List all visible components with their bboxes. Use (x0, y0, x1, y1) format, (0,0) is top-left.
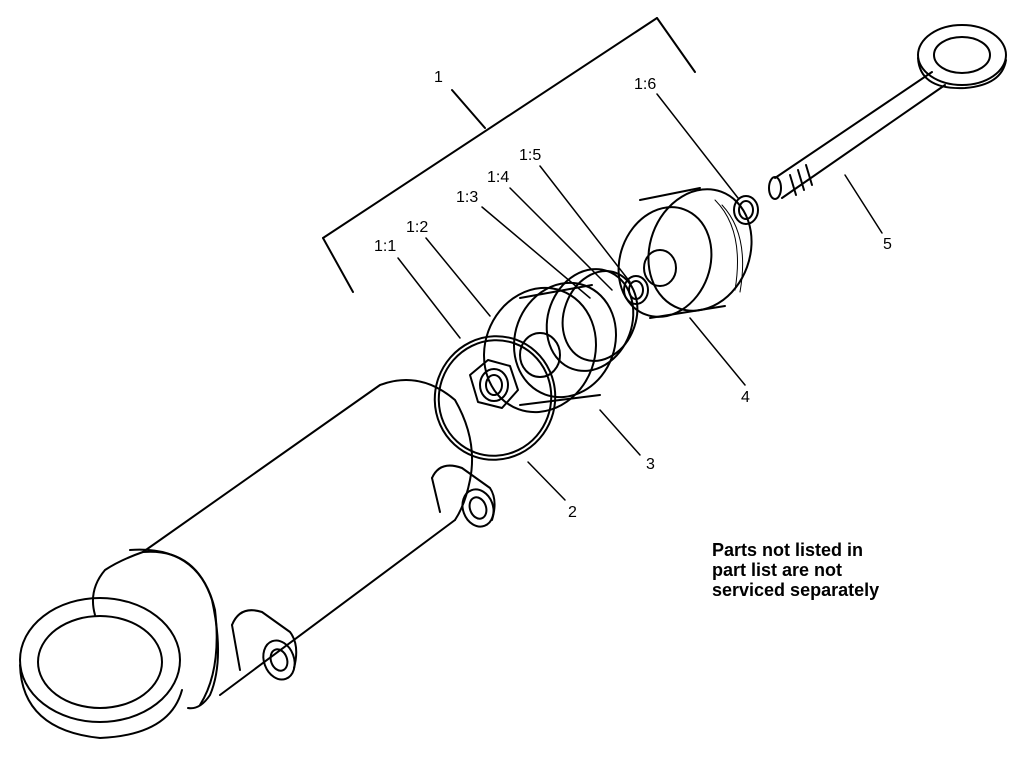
seal-rings-1-3-1-4 (545, 268, 639, 372)
label-1-3: 1:3 (456, 189, 478, 206)
piston-rod-part-5 (768, 24, 1007, 200)
label-1: 1 (434, 69, 443, 86)
cylinder-barrel (92, 379, 474, 710)
leader-lines (397, 93, 883, 501)
service-note-line-3: serviced separately (712, 580, 880, 600)
kit-bracket (322, 17, 696, 293)
service-note: Parts not listed in part list are not se… (712, 540, 879, 600)
piston-part-3 (483, 281, 618, 414)
label-1-1: 1:1 (374, 238, 396, 255)
gland-part-4 (617, 187, 753, 319)
rear-eye (19, 597, 183, 739)
service-note-line-1: Parts not listed in (712, 540, 864, 560)
barrel-port-upper (431, 464, 496, 528)
label-1-6: 1:6 (634, 76, 656, 93)
ring-part-1-5 (623, 275, 649, 305)
label-1-5: 1:5 (519, 147, 541, 164)
wiper-ring-part-1-6 (733, 195, 759, 225)
nut (469, 359, 519, 409)
barrel-port-lower (231, 609, 298, 681)
service-note-line-2: part list are not (712, 560, 843, 580)
label-4: 4 (741, 389, 750, 406)
label-5: 5 (883, 236, 892, 253)
label-1-4: 1:4 (487, 169, 509, 186)
label-1-2: 1:2 (406, 219, 428, 236)
label-2: 2 (568, 504, 577, 521)
label-3: 3 (646, 456, 655, 473)
